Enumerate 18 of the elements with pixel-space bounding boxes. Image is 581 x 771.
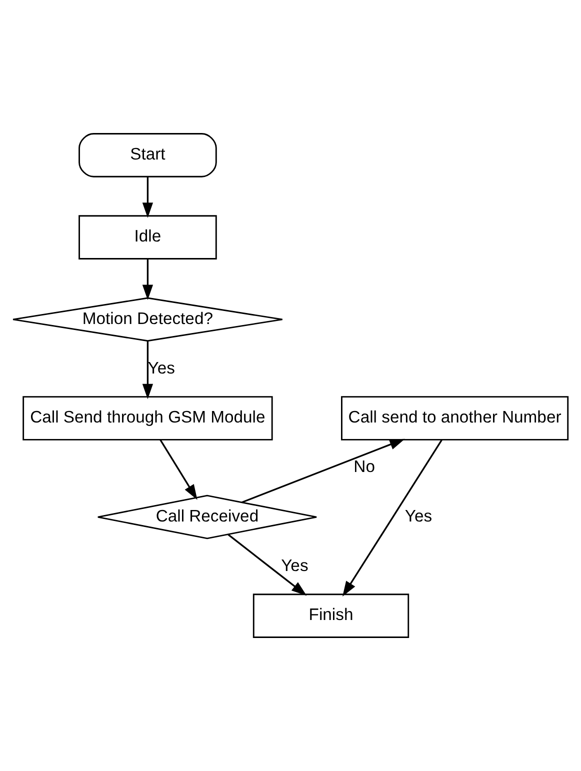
arrow bbox=[160, 439, 198, 500]
node-box: Finish bbox=[252, 594, 410, 638]
arrow bbox=[242, 438, 405, 504]
arrow bbox=[142, 341, 154, 400]
node-box: Idle bbox=[78, 215, 217, 260]
edge-label: Yes bbox=[148, 358, 175, 378]
edge-label: Yes bbox=[281, 556, 308, 575]
node-box: Start bbox=[78, 133, 217, 178]
arrow bbox=[342, 440, 442, 596]
node-diamond: Call Received bbox=[97, 494, 318, 540]
arrow bbox=[142, 176, 154, 218]
edge-label: No bbox=[354, 457, 375, 476]
arrow bbox=[142, 259, 154, 300]
node-box: Call send to another Number bbox=[341, 396, 569, 440]
arrow bbox=[228, 534, 307, 596]
node-diamond: Motion Detected? bbox=[12, 297, 284, 342]
node-box: Call Send through GSM Module bbox=[22, 396, 273, 440]
edge-label: Yes bbox=[404, 506, 432, 526]
